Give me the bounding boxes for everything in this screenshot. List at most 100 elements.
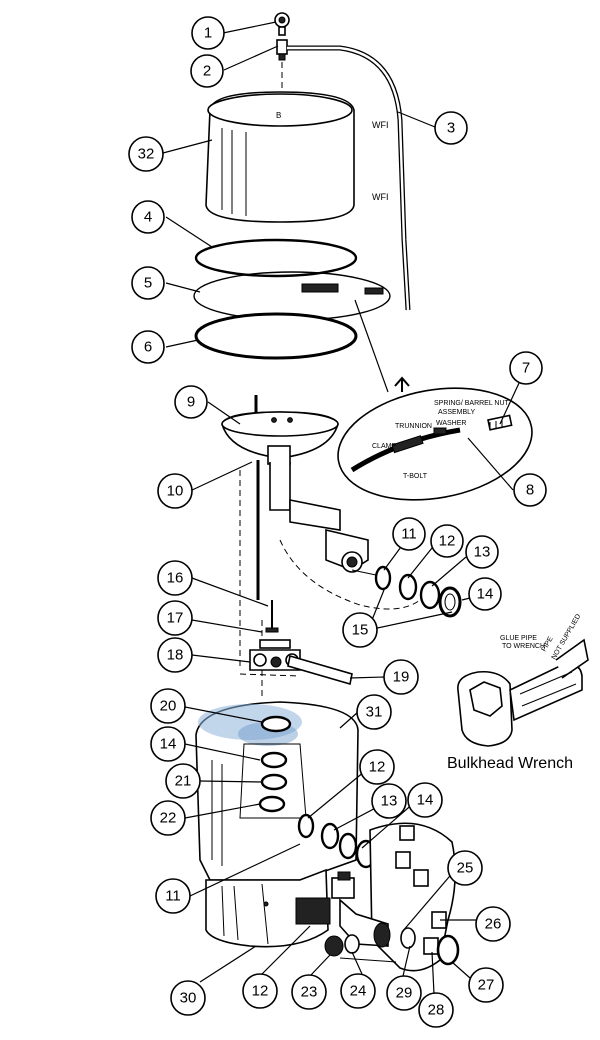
callout-21: 21 (165, 763, 201, 799)
svg-text:29: 29 (396, 985, 413, 1002)
callout-8: 8 (513, 473, 547, 507)
callout-14-lower: 14 (407, 782, 443, 818)
svg-text:28: 28 (428, 1002, 445, 1019)
svg-text:15: 15 (352, 622, 369, 639)
callout-13-upper: 13 (465, 535, 499, 569)
callout-24: 24 (340, 973, 376, 1009)
svg-text:26: 26 (485, 916, 502, 933)
svg-text:18: 18 (167, 647, 184, 664)
svg-text:32: 32 (138, 146, 155, 163)
svg-text:13: 13 (474, 544, 491, 561)
svg-text:17: 17 (167, 610, 184, 627)
svg-text:14: 14 (477, 586, 494, 603)
tank-body (195, 701, 359, 881)
callout-23: 23 (291, 974, 327, 1010)
svg-text:12: 12 (369, 759, 386, 776)
svg-text:7: 7 (522, 360, 530, 377)
callout-17: 17 (157, 600, 193, 636)
svg-text:B: B (276, 111, 281, 120)
callout-1: 1 (191, 16, 225, 50)
svg-text:2: 2 (203, 63, 211, 80)
callout-20: 20 (150, 688, 186, 724)
assembly-label: ASSEMBLY (438, 409, 476, 416)
callout-32: 32 (128, 136, 164, 172)
callout-11-lower: 11 (155, 878, 191, 914)
callout-22: 22 (150, 800, 186, 836)
callout-29: 29 (386, 975, 422, 1011)
pipe-label: PIPE (541, 635, 555, 653)
svg-text:9: 9 (187, 394, 195, 411)
to-wrench-label: TO WRENCH (502, 643, 545, 650)
svg-text:14: 14 (417, 792, 434, 809)
clamp-ring (193, 271, 391, 321)
drain-fittings (324, 871, 416, 963)
tube-clips: WFI WFI (372, 120, 389, 202)
callout-4: 4 (131, 200, 165, 234)
callout-28: 28 (418, 992, 454, 1028)
callout-2: 2 (190, 54, 224, 88)
top-manifold (221, 395, 339, 465)
tank-lid: B (205, 91, 355, 223)
callout-12-middle: 12 (359, 749, 395, 785)
callout-12-upper: 12 (430, 524, 464, 558)
t-bolt-label: T-BOLT (403, 473, 428, 480)
union-rings-upper (351, 565, 462, 618)
callout-25: 25 (447, 850, 483, 886)
svg-text:11: 11 (401, 526, 417, 543)
svg-text:30: 30 (180, 990, 197, 1007)
callout-16: 16 (157, 560, 193, 596)
svg-text:20: 20 (160, 698, 177, 715)
clamp-detail-bubble: SPRING/ BARREL NUT ASSEMBLY WASHER TRUNN… (337, 299, 533, 501)
svg-text:WFI: WFI (372, 192, 389, 202)
callout-3: 3 (434, 111, 468, 145)
air-relief-valve (276, 39, 288, 98)
bulkhead-wrench: GLUE PIPE TO WRENCH PIPE NOT SUPPLIED (457, 613, 589, 747)
callout-26: 26 (475, 906, 511, 942)
callout-9: 9 (174, 385, 208, 419)
svg-text:12: 12 (439, 533, 456, 550)
svg-text:12: 12 (252, 983, 269, 1000)
lower-tank-ring (194, 312, 358, 360)
callout-27: 27 (468, 967, 504, 1003)
svg-text:10: 10 (167, 483, 184, 500)
svg-text:3: 3 (447, 120, 455, 137)
svg-text:27: 27 (478, 977, 495, 994)
callout-18: 18 (157, 637, 193, 673)
callout-11-upper: 11 (392, 517, 426, 551)
svg-text:1: 1 (204, 25, 212, 42)
svg-text:4: 4 (144, 209, 152, 226)
callout-7: 7 (509, 351, 543, 385)
standpipe (239, 460, 421, 700)
callout-5: 5 (131, 266, 165, 300)
clamp-hardware (301, 283, 384, 295)
spring-barrel-nut-label: SPRING/ BARREL NUT (434, 400, 510, 407)
svg-text:22: 22 (160, 810, 177, 827)
svg-text:14: 14 (160, 736, 177, 753)
tank-o-ring (194, 238, 358, 278)
svg-text:16: 16 (167, 570, 184, 587)
bulkhead-plate (369, 822, 460, 972)
callout-30: 30 (170, 980, 206, 1016)
svg-text:31: 31 (366, 704, 383, 721)
svg-text:5: 5 (144, 275, 152, 292)
callout-12-lower: 12 (242, 973, 278, 1009)
callout-13-lower: 13 (371, 783, 407, 819)
callout-31: 31 (356, 694, 392, 730)
pressure-gauge (274, 12, 290, 36)
clamp-label: CLAMP (372, 443, 396, 450)
leader-lines (162, 21, 527, 995)
callout-15: 15 (342, 612, 378, 648)
drain-bolt (265, 600, 279, 633)
callout-14-middle: 14 (150, 726, 186, 762)
svg-text:WFI: WFI (372, 120, 389, 130)
glue-pipe-label: GLUE PIPE (500, 635, 537, 642)
svg-text:19: 19 (393, 669, 410, 686)
trunnion-label: TRUNNION (395, 423, 432, 430)
tank-base (205, 868, 331, 948)
bulkhead-wrench-caption: Bulkhead Wrench (447, 755, 573, 772)
callout-14-upper: 14 (468, 577, 502, 611)
callout-19: 19 (383, 659, 419, 695)
svg-text:6: 6 (144, 339, 152, 356)
svg-text:25: 25 (457, 860, 474, 877)
